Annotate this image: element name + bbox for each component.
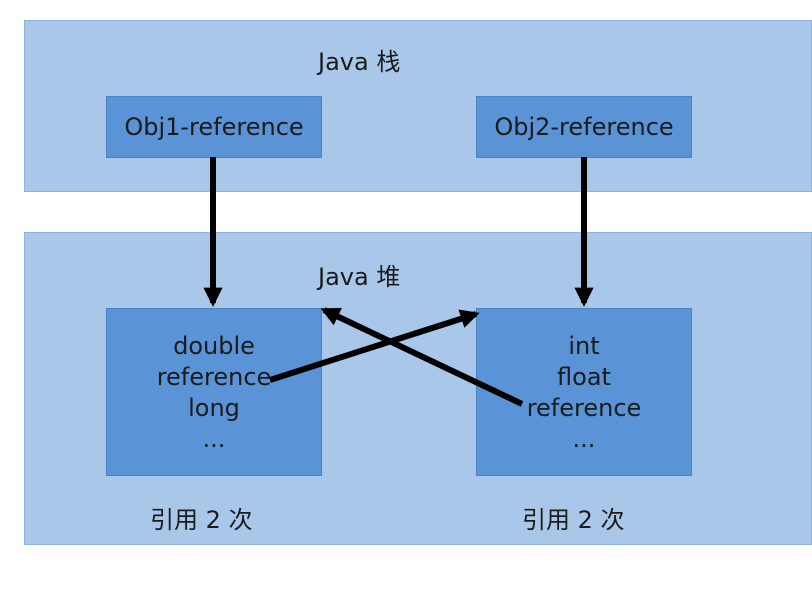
field-reference: reference xyxy=(526,394,642,422)
obj2-reference-box: Obj2-reference xyxy=(476,96,692,158)
field-float: float xyxy=(557,363,611,391)
heap-object-1-caption: 引用 2 次 xyxy=(150,506,253,534)
java-stack-title: Java 栈 xyxy=(318,48,401,76)
field-int: int xyxy=(568,332,600,360)
heap-object-2-caption: 引用 2 次 xyxy=(522,506,625,534)
field-ellipsis: ... xyxy=(202,425,226,453)
heap-object-2-fields: int float reference ... xyxy=(477,331,691,455)
heap-object-1: double reference long ... xyxy=(106,308,322,476)
obj1-reference-box: Obj1-reference xyxy=(106,96,322,158)
heap-object-1-fields: double reference long ... xyxy=(107,331,321,455)
heap-object-2: int float reference ... xyxy=(476,308,692,476)
field-ellipsis: ... xyxy=(572,425,596,453)
field-double: double xyxy=(173,332,255,360)
field-reference: reference xyxy=(156,363,272,391)
field-long: long xyxy=(188,394,240,422)
java-heap-title: Java 堆 xyxy=(318,263,401,291)
